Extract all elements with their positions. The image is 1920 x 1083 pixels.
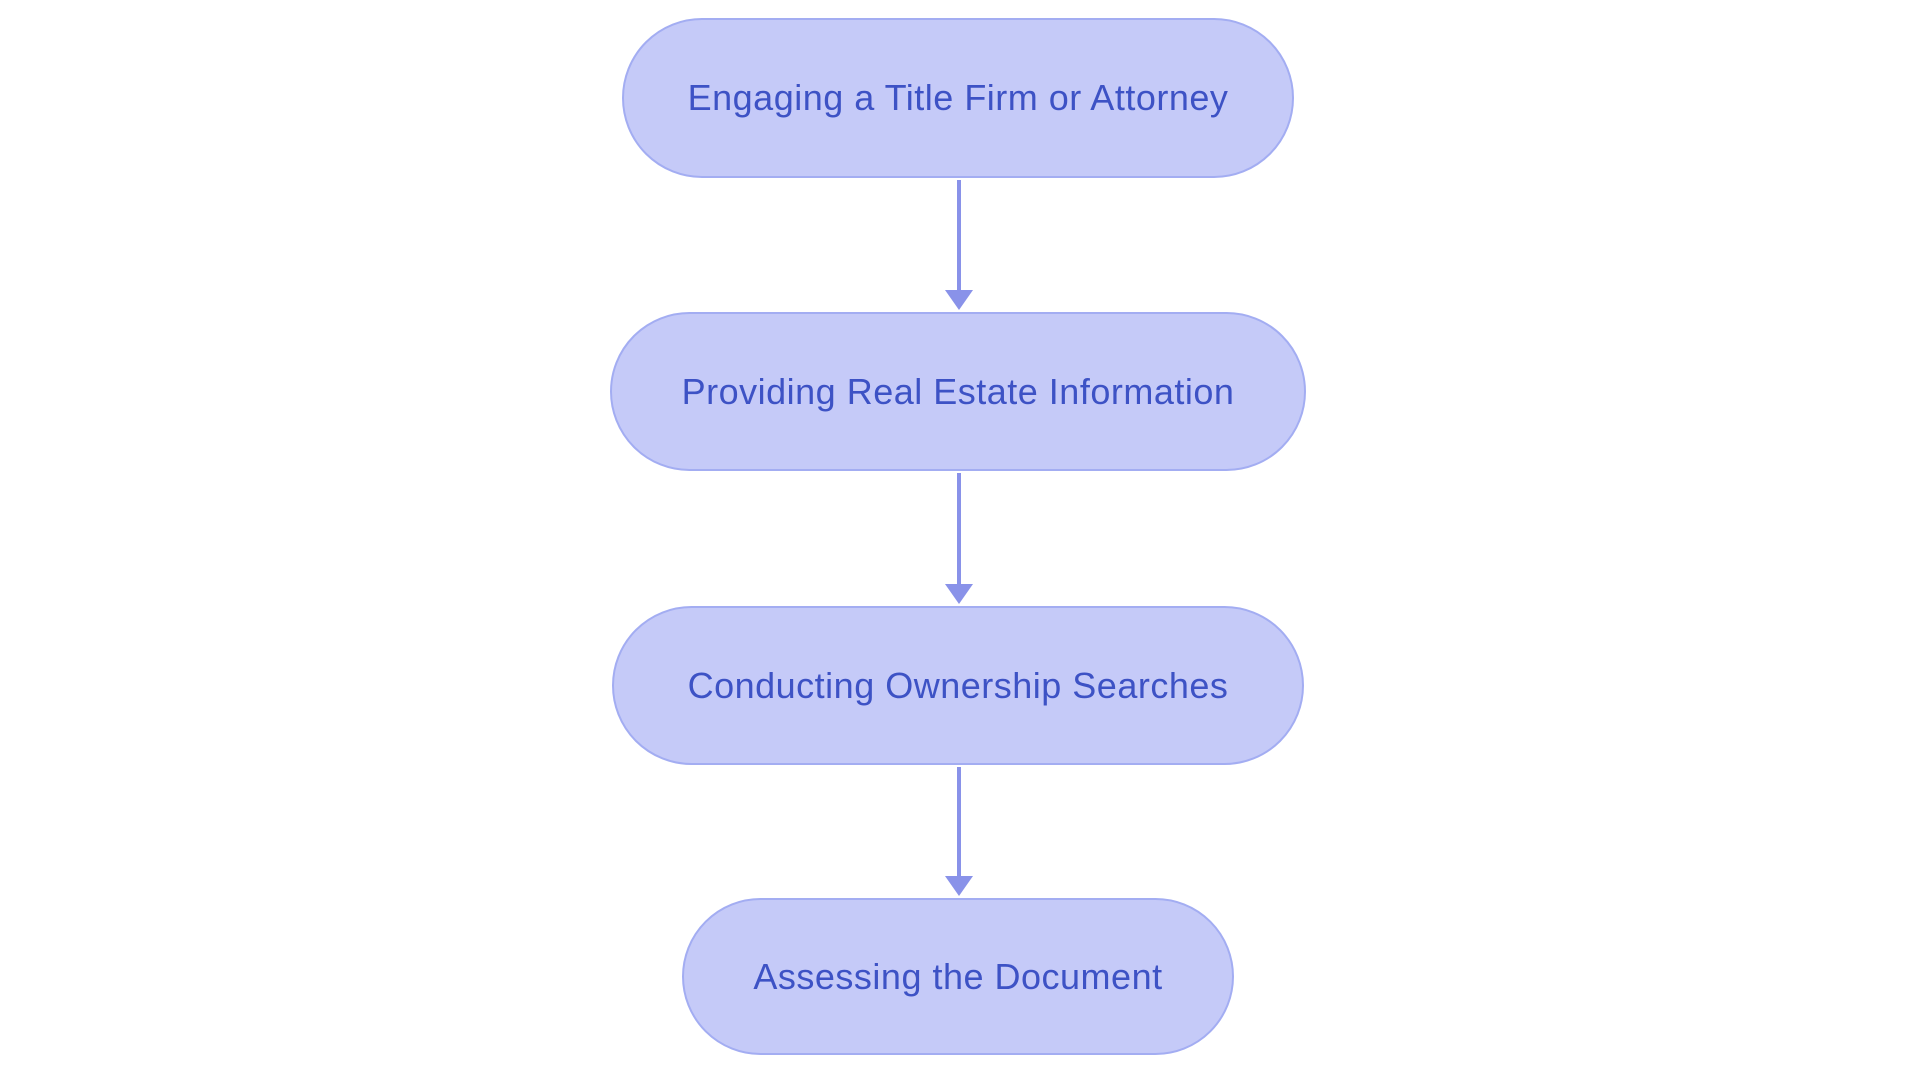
arrow-connector-3: [944, 767, 974, 896]
arrow-line: [957, 473, 961, 588]
node-label: Engaging a Title Firm or Attorney: [687, 77, 1229, 118]
arrow-connector-2: [944, 473, 974, 604]
node-label: Providing Real Estate Information: [681, 370, 1235, 412]
node-conducting-ownership-searches: Conducting Ownership Searches: [612, 606, 1304, 765]
node-providing-real-estate-information: Providing Real Estate Information: [610, 312, 1306, 471]
node-engaging-title-firm-or-attorney: Engaging a Title Firm or Attorney: [622, 18, 1294, 178]
arrowhead-down-icon: [945, 290, 973, 310]
arrow-connector-1: [944, 180, 974, 310]
arrowhead-down-icon: [945, 584, 973, 604]
node-label: Assessing the Document: [753, 955, 1163, 997]
arrow-line: [957, 180, 961, 294]
node-assessing-the-document: Assessing the Document: [682, 898, 1234, 1055]
arrowhead-down-icon: [945, 876, 973, 896]
node-label: Conducting Ownership Searches: [687, 664, 1229, 706]
arrow-line: [957, 767, 961, 880]
